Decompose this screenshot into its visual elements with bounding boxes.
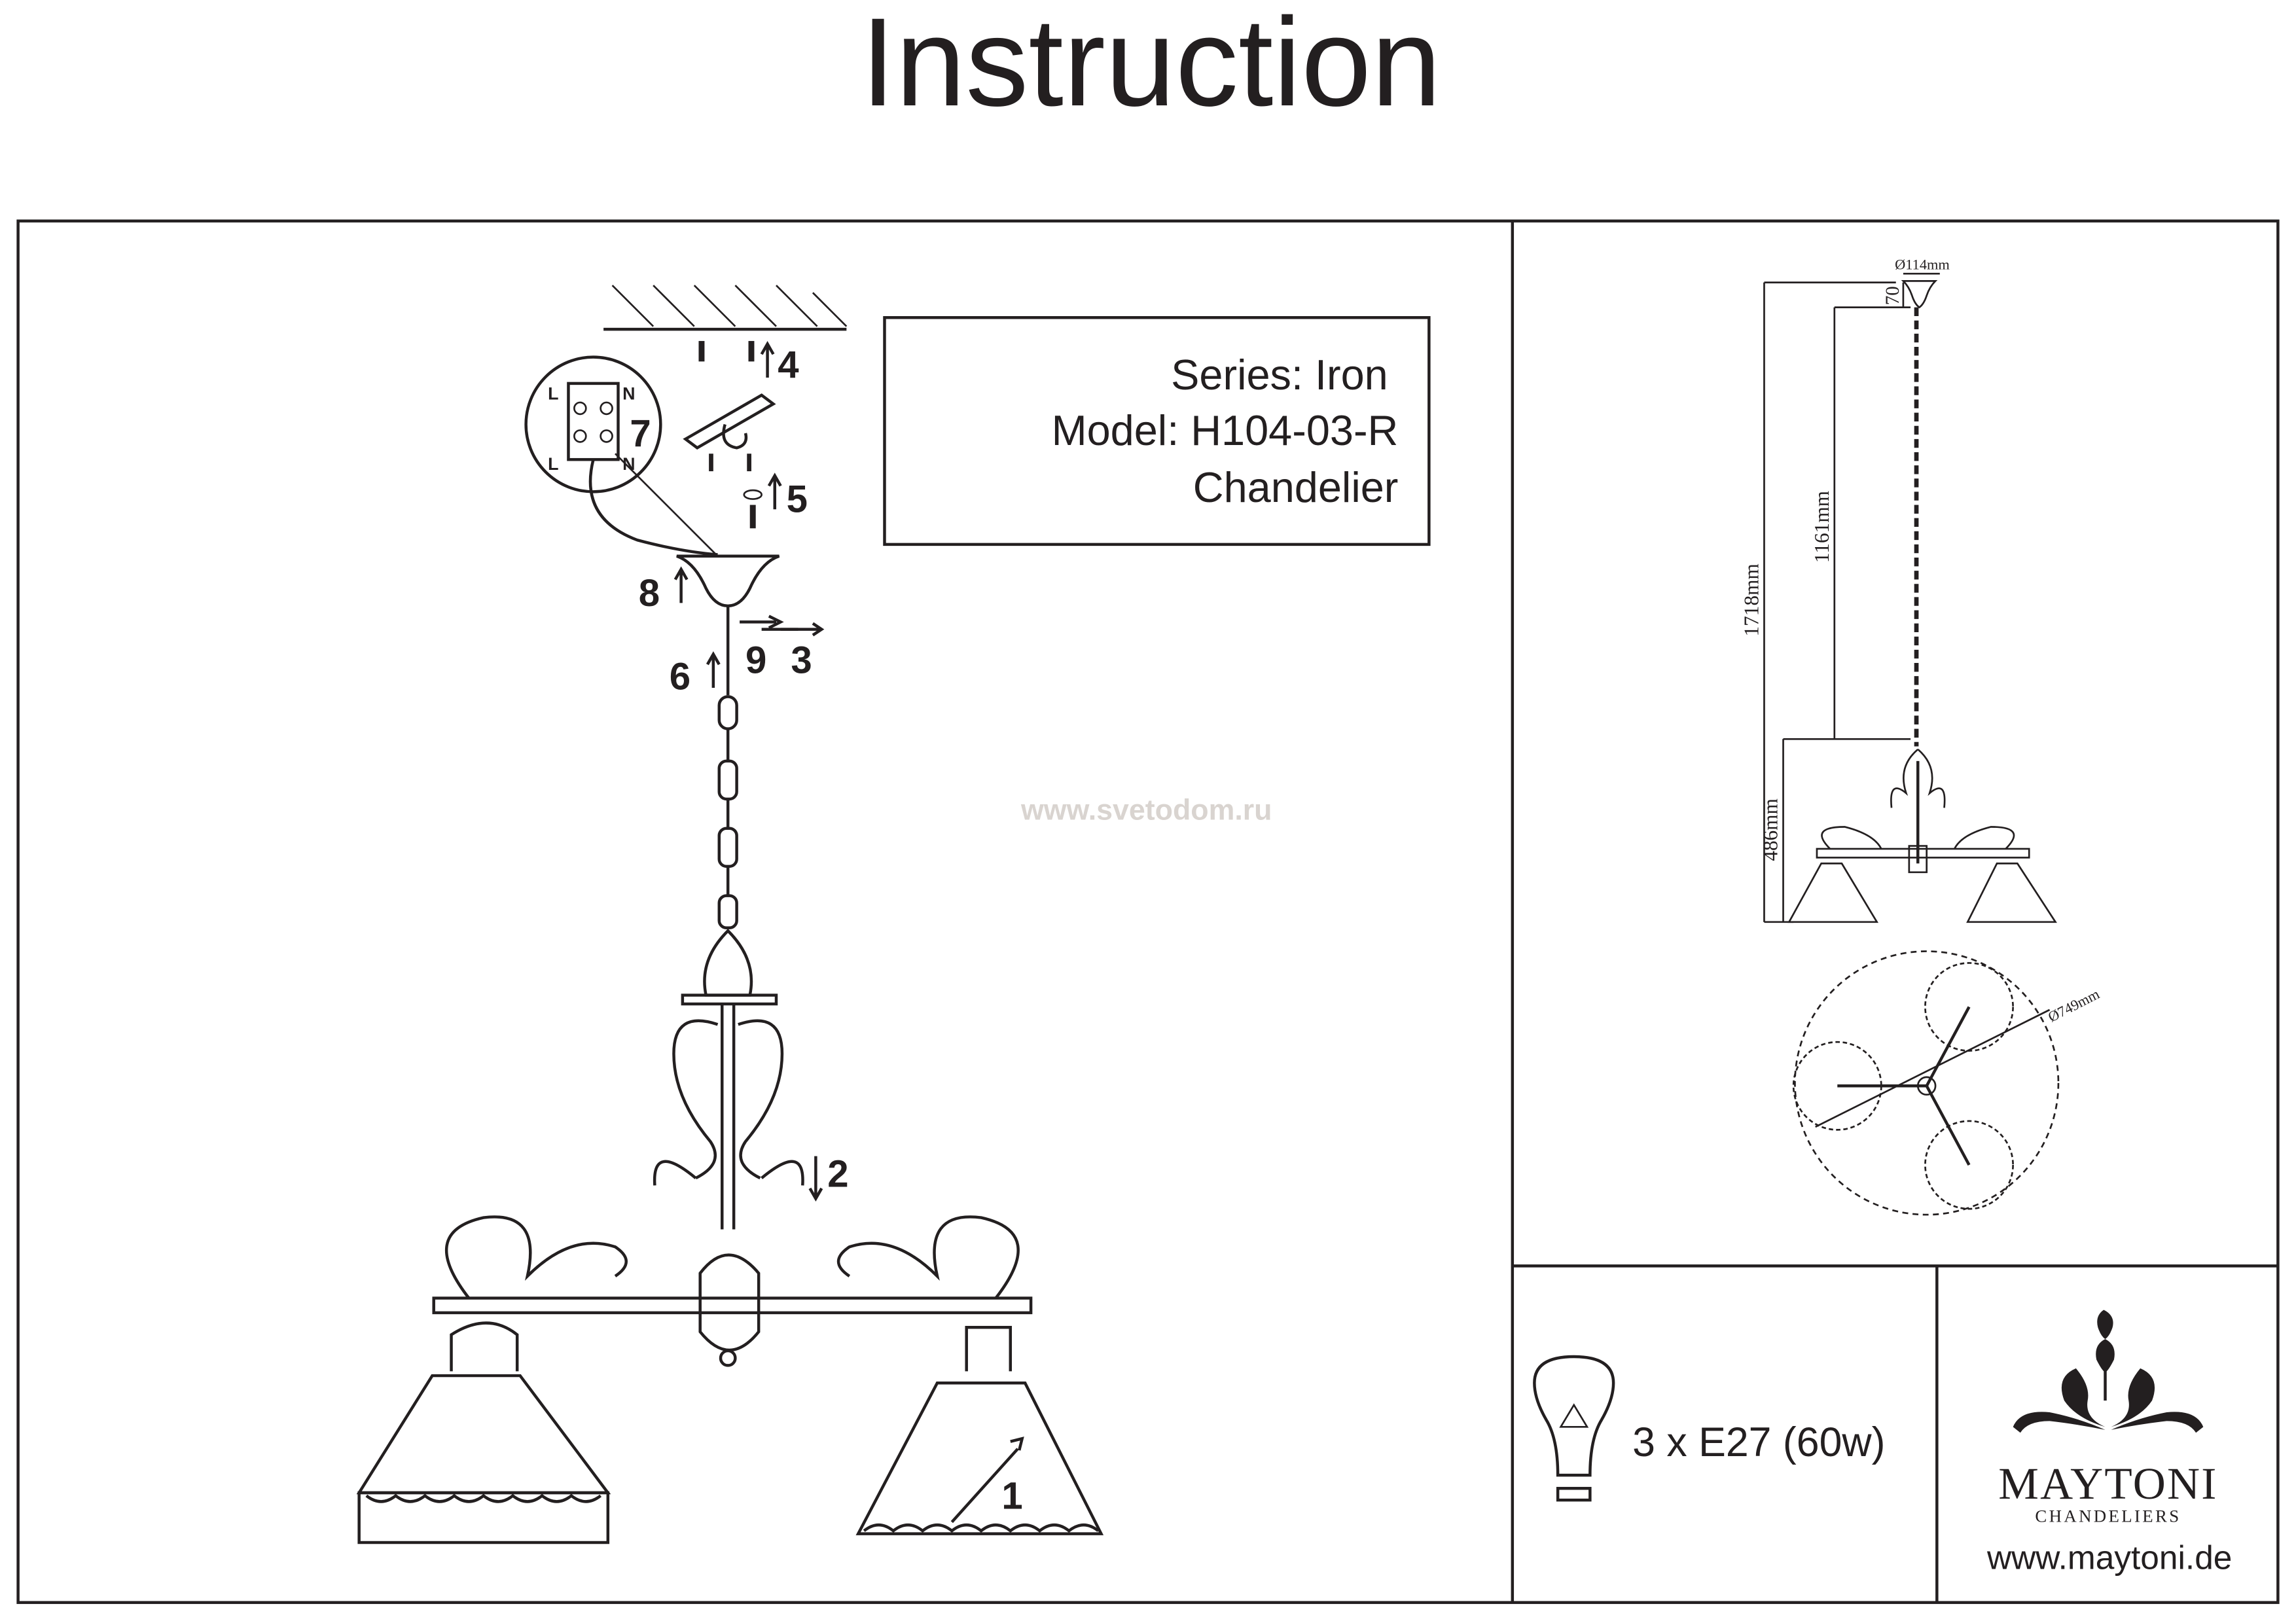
- wiring-L-bottom: L: [548, 454, 558, 474]
- wiring-N-top: N: [622, 383, 635, 403]
- page-title: Instruction: [861, 0, 1441, 132]
- brand-logo: MAYTONI CHANDELIERS www.maytoni.de: [1986, 1310, 2232, 1576]
- step-5: 5: [787, 478, 808, 521]
- chain-length: 1161mm: [1810, 491, 1833, 563]
- model-label: Model: H104-03-R: [1052, 406, 1399, 454]
- step-7: 7: [630, 412, 651, 455]
- step-2: 2: [827, 1153, 848, 1196]
- step-3: 3: [791, 639, 812, 682]
- wiring-N-bottom: N: [622, 454, 635, 474]
- series-label: Series: Iron: [1171, 351, 1388, 399]
- wiring-L-top: L: [548, 383, 558, 403]
- brand-name: MAYTONI: [1998, 1458, 2217, 1508]
- canopy-diameter: Ø114mm: [1895, 256, 1950, 272]
- total-height: 1718mm: [1740, 563, 1763, 636]
- step-6: 6: [670, 655, 691, 698]
- info-box: Series: Iron Model: H104-03-R Chandelier: [883, 316, 1431, 546]
- light-bulb-icon: [1533, 1355, 1615, 1502]
- dimension-drawing: [1763, 272, 2060, 1216]
- ornament-icon: [2013, 1310, 2204, 1433]
- step-1: 1: [1001, 1475, 1022, 1518]
- type-label: Chandelier: [1193, 463, 1399, 511]
- step-labels: 4 L N L N 7 5 8 9 3 6 2 1: [548, 344, 1023, 1518]
- assembly-drawing: [356, 285, 1104, 1544]
- canopy-height: 70: [1882, 286, 1903, 305]
- step-8: 8: [639, 572, 660, 615]
- frame: [16, 219, 2280, 1604]
- watermark: www.svetodom.ru: [1020, 794, 1272, 826]
- step-4: 4: [778, 344, 799, 386]
- bulb-spec-text: 3 x E27 (60w): [1632, 1419, 1885, 1465]
- brand-subtitle: CHANDELIERS: [2035, 1507, 2181, 1526]
- arrow-icons: [673, 341, 823, 1202]
- step-9: 9: [745, 639, 766, 682]
- body-height: 486mm: [1759, 798, 1782, 861]
- bulb-spec: 3 x E27 (60w): [1533, 1355, 1885, 1502]
- brand-website: www.maytoni.de: [1986, 1538, 2232, 1576]
- diameter: Ø749mm: [2045, 986, 2102, 1026]
- dimension-labels: Ø114mm 70 1718mm 1161mm 486mm Ø749mm: [1740, 256, 2103, 1025]
